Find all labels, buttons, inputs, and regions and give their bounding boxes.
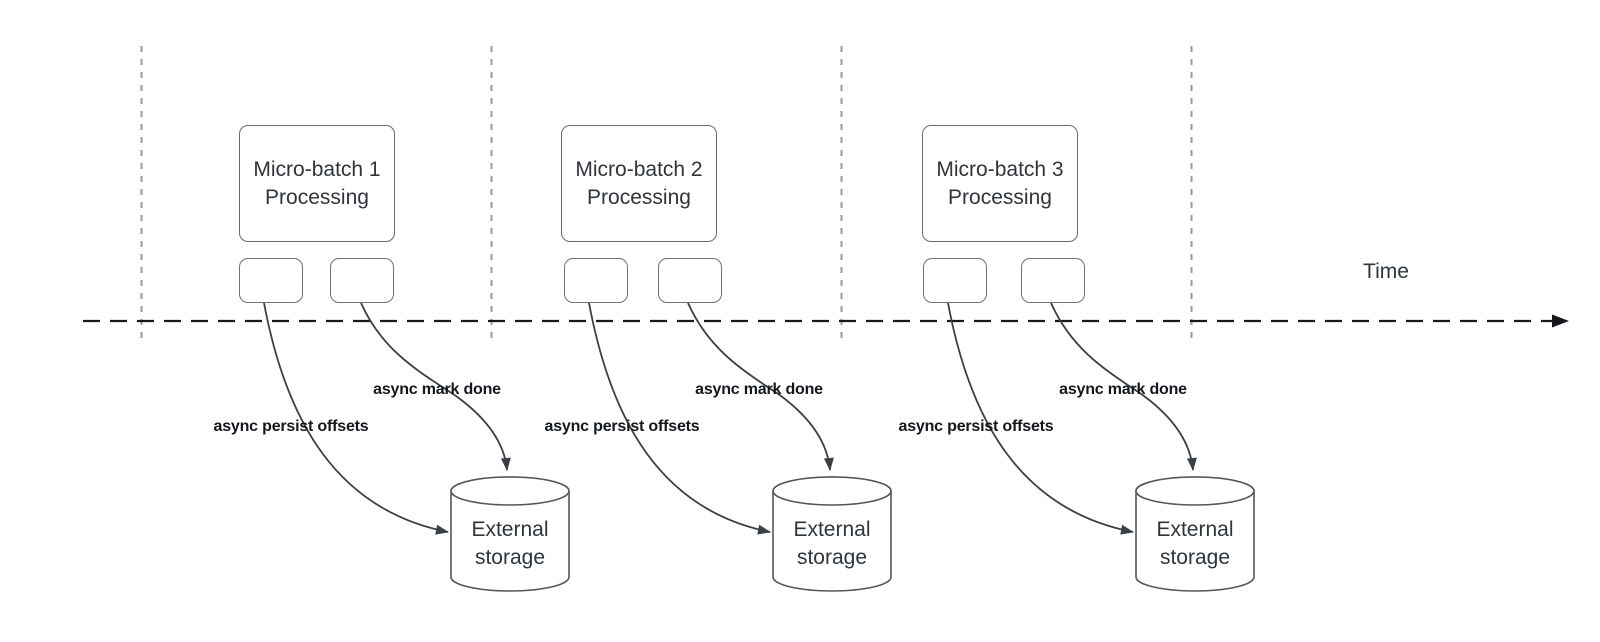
persist-task-box-1 — [239, 258, 303, 303]
mark-done-label-2: async mark done — [695, 381, 823, 398]
persist-offsets-arrow-3 — [947, 302, 1134, 535]
cylinder-top-rim — [772, 476, 892, 506]
processing-box-line2: Processing — [948, 185, 1052, 209]
external-storage-label-3: External storage — [1136, 516, 1254, 572]
external-storage-label-1: External storage — [451, 516, 569, 572]
mark-done-task-box-3 — [1021, 258, 1085, 303]
cylinder-top-rim — [1135, 476, 1255, 506]
time-grid-lines — [140, 46, 1193, 340]
persist-task-box-3 — [923, 258, 987, 303]
processing-box-line1: Micro-batch 1 — [253, 157, 381, 181]
persist-task-box-2 — [564, 258, 628, 303]
persist-offsets-label-2: async persist offsets — [544, 418, 700, 435]
mark-done-label-1: async mark done — [373, 381, 501, 398]
external-storage-cylinder-1 — [450, 476, 570, 592]
mark-done-arrow-2 — [687, 302, 834, 471]
storage-label-line1: External — [1156, 518, 1234, 541]
mark-done-arrow-3 — [1050, 302, 1197, 471]
micro-batch-2-processing-box: Micro-batch 2 Processing — [561, 125, 717, 242]
external-storage-cylinder-3 — [1135, 476, 1255, 592]
storage-label-line1: External — [471, 518, 549, 541]
mark-done-label-3: async mark done — [1059, 381, 1187, 398]
storage-label-line1: External — [793, 518, 871, 541]
persist-offsets-label-1: async persist offsets — [213, 418, 369, 435]
micro-batch-1-processing-box: Micro-batch 1 Processing — [239, 125, 395, 242]
persist-offsets-arrow-1 — [263, 302, 449, 535]
processing-box-line1: Micro-batch 3 — [936, 157, 1064, 181]
persist-offsets-arrow-2 — [588, 302, 771, 535]
cylinder-top-rim — [450, 476, 570, 506]
processing-box-line1: Micro-batch 2 — [575, 157, 703, 181]
mark-done-arrow-1 — [360, 302, 511, 471]
storage-label-line2: storage — [796, 546, 868, 569]
storage-label-line2: storage — [474, 546, 546, 569]
mark-done-task-box-1 — [330, 258, 394, 303]
time-axis-label: Time — [1363, 260, 1409, 283]
processing-box-line2: Processing — [587, 185, 691, 209]
mark-done-task-box-2 — [658, 258, 722, 303]
micro-batch-3-processing-box: Micro-batch 3 Processing — [922, 125, 1078, 242]
external-storage-cylinder-2 — [772, 476, 892, 592]
persist-offsets-label-3: async persist offsets — [898, 418, 1054, 435]
processing-box-line2: Processing — [265, 185, 369, 209]
storage-label-line2: storage — [1159, 546, 1231, 569]
external-storage-label-2: External storage — [773, 516, 891, 572]
